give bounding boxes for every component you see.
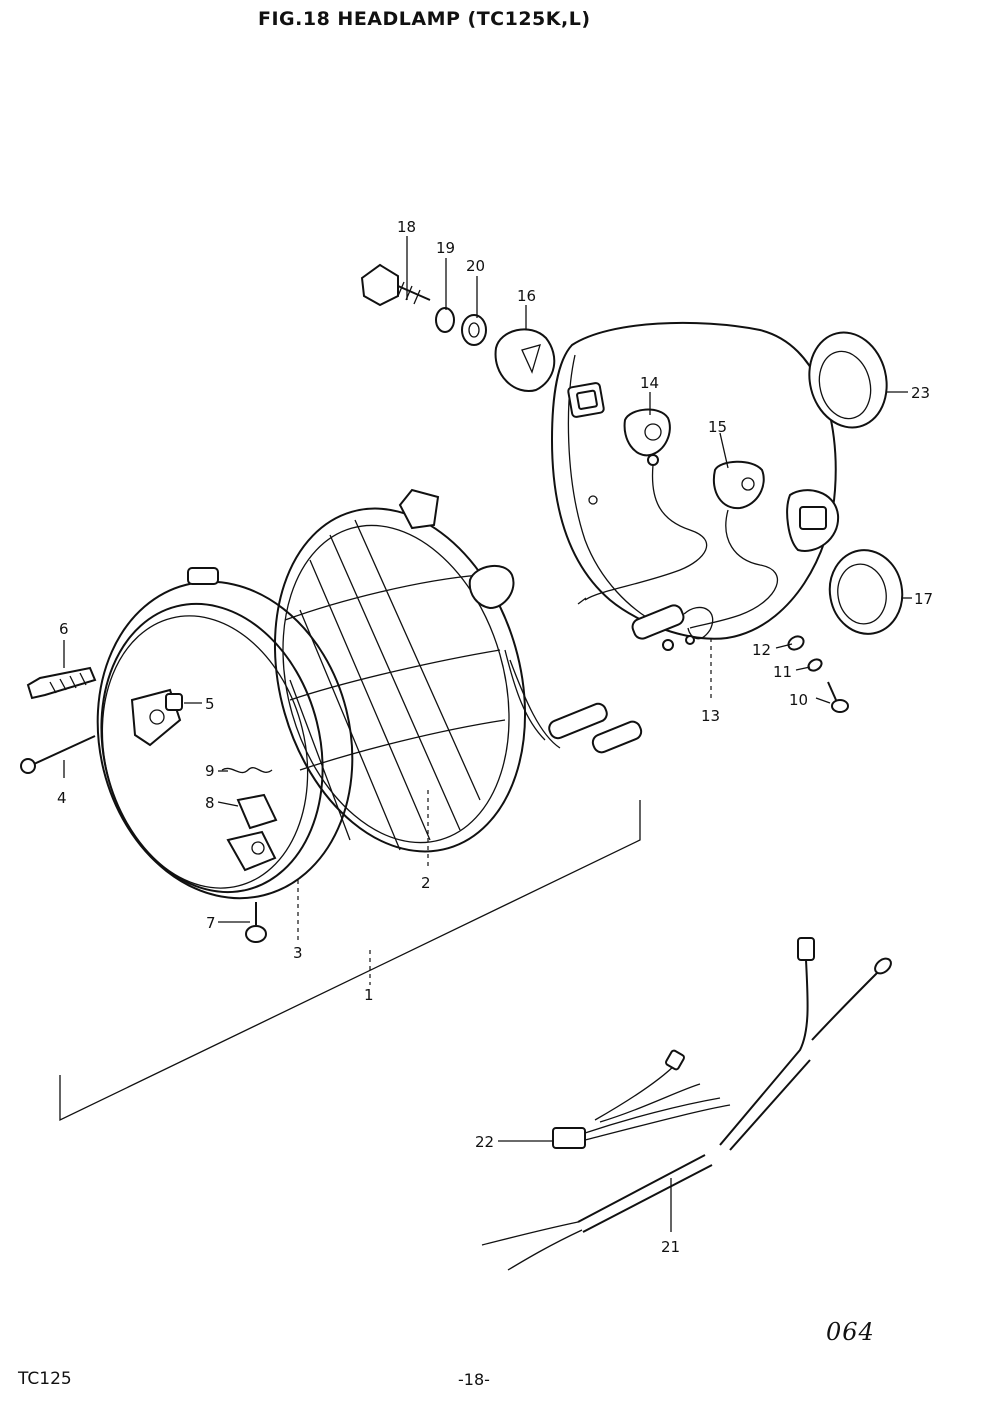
callout-14: 14 [640, 374, 659, 392]
callout-21: 21 [661, 1238, 680, 1256]
model-label: TC125 [18, 1369, 72, 1389]
callout-15: 15 [708, 418, 727, 436]
part-4-long-screw [20, 735, 96, 774]
callout-8: 8 [205, 794, 215, 812]
callout-labels: 1 2 3 4 5 6 7 8 9 10 11 12 13 14 15 16 1… [57, 218, 933, 1256]
part-11-washer [807, 658, 823, 672]
callout-5: 5 [205, 695, 215, 713]
callout-20: 20 [466, 257, 485, 275]
leader-lines [59, 236, 912, 1232]
callout-10: 10 [789, 691, 808, 709]
part-12-nut [787, 635, 805, 651]
part-15-socket [689, 460, 778, 629]
callout-3: 3 [293, 944, 303, 962]
part-22-harness [552, 1049, 731, 1149]
part-10-screw [827, 681, 849, 713]
part-21-harness [481, 937, 892, 1271]
part-20-washer [461, 314, 487, 346]
callout-16: 16 [517, 287, 536, 305]
callout-12: 12 [752, 641, 771, 659]
figure-code: 064 [826, 1318, 875, 1346]
callout-9: 9 [205, 762, 215, 780]
part-7-screw [245, 902, 267, 943]
part-23-cap [808, 331, 888, 429]
part-2-sealed-beam [273, 488, 643, 853]
callout-7: 7 [206, 914, 216, 932]
callout-17: 17 [914, 590, 933, 608]
part-3-rim-ring [96, 567, 354, 900]
callout-18: 18 [397, 218, 416, 236]
part-18-bolt [360, 263, 431, 307]
callout-22: 22 [475, 1133, 494, 1151]
page-number: -18- [458, 1370, 490, 1389]
callout-19: 19 [436, 239, 455, 257]
part-6-adjust-screw [26, 666, 97, 700]
part-8-clip [236, 793, 278, 830]
part-17-cap [828, 549, 904, 635]
callout-23: 23 [911, 384, 930, 402]
callout-13: 13 [701, 707, 720, 725]
headlamp-housing [550, 321, 840, 640]
callout-4: 4 [57, 789, 67, 807]
callout-6: 6 [59, 620, 69, 638]
callout-11: 11 [773, 663, 792, 681]
part-16-grommet [494, 328, 556, 393]
figure-title: FIG.18 HEADLAMP (TC125K,L) [258, 8, 591, 30]
part-14-socket [584, 408, 708, 601]
part-9-spring [221, 767, 273, 774]
callout-2: 2 [421, 874, 431, 892]
callout-1: 1 [364, 986, 374, 1004]
part-5-nut [165, 693, 183, 711]
part-13-connector [577, 597, 714, 651]
part-19-lock-washer [435, 307, 455, 333]
